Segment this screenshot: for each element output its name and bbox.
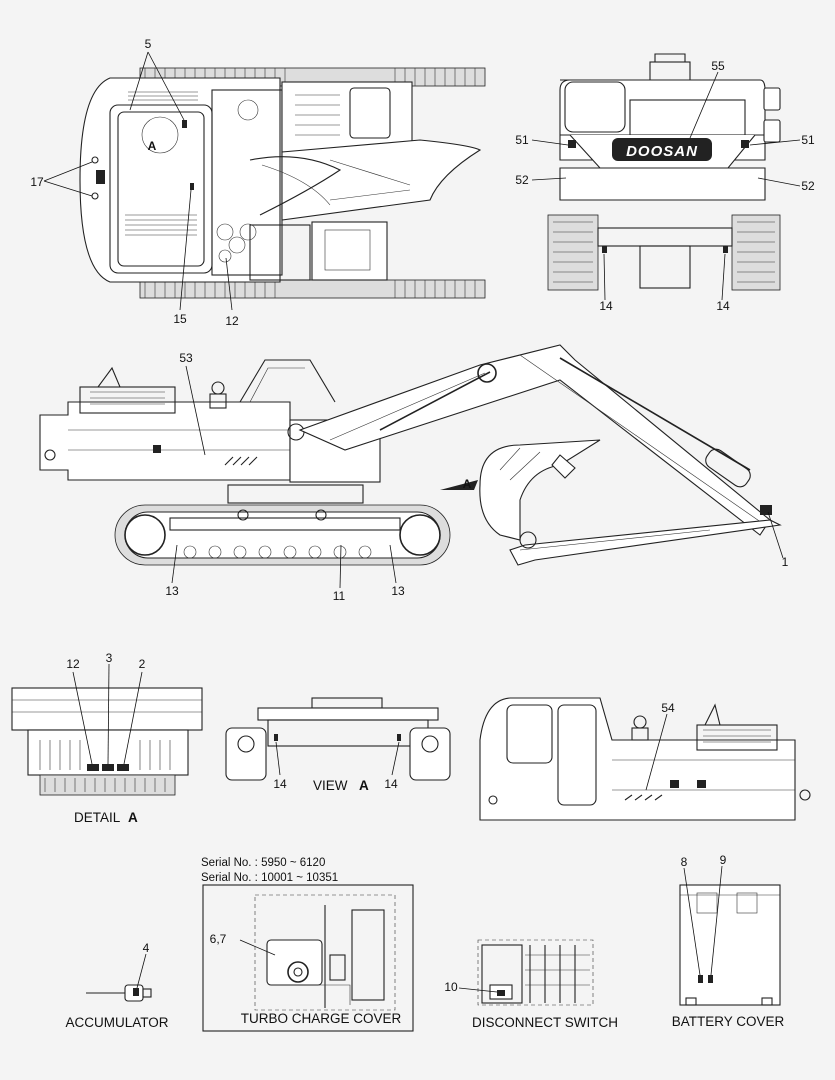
callout-15: 15 — [173, 312, 187, 326]
caption-accumulator: ACCUMULATOR — [65, 1015, 168, 1030]
disconnect-leader — [458, 987, 498, 993]
battery-leaders — [683, 865, 723, 976]
callout-4: 4 — [143, 941, 150, 955]
turbo-drawing — [254, 894, 396, 1011]
rear-view — [547, 53, 781, 291]
brand-logo: DOOSAN — [626, 143, 698, 160]
side-view-leaders — [171, 365, 784, 589]
callout-8: 8 — [681, 855, 688, 869]
callout-6-7: 6,7 — [210, 932, 227, 946]
callout-54: 54 — [661, 701, 675, 715]
callout-12-detail: 12 — [66, 657, 80, 671]
callout-55: 55 — [711, 59, 725, 73]
callout-11: 11 — [333, 589, 346, 603]
callout-52-left: 52 — [515, 173, 529, 187]
callout-10: 10 — [444, 980, 458, 994]
accumulator-leader — [136, 953, 147, 989]
callout-5: 5 — [145, 37, 152, 51]
callout-14-rear-left: 14 — [599, 299, 613, 313]
caption-view-a-letter: A — [359, 778, 369, 793]
callout-14-view-left: 14 — [273, 777, 287, 791]
caption-detail-a: DETAIL — [74, 810, 121, 825]
top-view-leaders — [43, 51, 233, 311]
callout-13-left: 13 — [165, 584, 179, 598]
serial-range-1: Serial No. : 5950 ~ 6120 — [201, 857, 325, 869]
caption-view-a: VIEW — [313, 778, 348, 793]
turbo-frame — [202, 884, 414, 1032]
callout-a-top: A — [148, 139, 157, 153]
callout-9: 9 — [720, 853, 727, 867]
side-view — [39, 344, 782, 566]
callout-a-arrow: A — [463, 477, 472, 491]
callout-51-left: 51 — [515, 133, 529, 147]
cab-side-leaders — [645, 713, 668, 791]
rear-view-leaders — [531, 71, 801, 301]
caption-disconnect: DISCONNECT SWITCH — [472, 1015, 618, 1030]
callout-13-right: 13 — [391, 584, 405, 598]
caption-detail-a-letter: A — [128, 810, 138, 825]
callout-52-right: 52 — [801, 179, 815, 193]
serial-range-2: Serial No. : 10001 ~ 10351 — [201, 872, 338, 884]
turbo-leader — [239, 939, 276, 956]
caption-battery: BATTERY COVER — [672, 1014, 785, 1029]
callout-3: 3 — [106, 651, 113, 665]
caption-turbo: TURBO CHARGE COVER — [241, 1011, 402, 1026]
detail-a-drawing — [11, 687, 203, 796]
top-view — [79, 67, 486, 299]
callout-14-rear-right: 14 — [716, 299, 730, 313]
view-a-leaders — [275, 741, 400, 776]
accumulator-drawing — [86, 984, 152, 1002]
battery-drawing — [679, 884, 781, 1006]
detail-a-leaders — [72, 663, 143, 765]
callout-2: 2 — [139, 657, 146, 671]
disconnect-drawing — [477, 939, 594, 1006]
cab-side-drawing — [479, 697, 811, 821]
callout-14-view-right: 14 — [384, 777, 398, 791]
callout-12-top: 12 — [225, 314, 239, 328]
callout-53: 53 — [179, 351, 193, 365]
callout-1: 1 — [782, 555, 789, 569]
view-a-drawing — [225, 697, 451, 781]
callout-17: 17 — [30, 175, 44, 189]
callout-51-right: 51 — [801, 133, 815, 147]
